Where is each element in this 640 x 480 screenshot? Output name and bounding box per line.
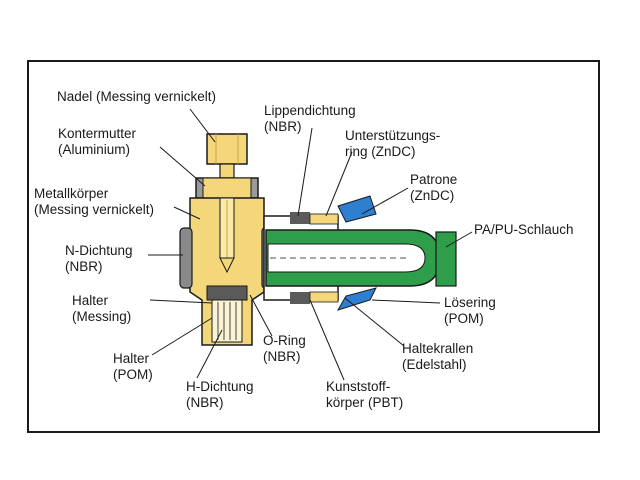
label-holder-brass: Halter (Messing): [72, 293, 132, 324]
label-h-seal: H-Dichtung (NBR): [186, 379, 254, 410]
tube: [265, 229, 457, 287]
label-n-seal: N-Dichtung (NBR): [65, 243, 133, 274]
label-metal-body: Metallkörper (Messing vernickelt): [34, 186, 155, 217]
label-o-ring: O-Ring (NBR): [263, 333, 306, 364]
label-holder-pom: Halter (POM): [113, 351, 153, 382]
holder-insert: [206, 285, 248, 343]
diagram-frame: [27, 60, 600, 433]
leader-lines: [148, 108, 473, 381]
label-plastic-body: Kunststoff- körper (PBT): [326, 379, 404, 410]
metal-body: [189, 197, 265, 346]
label-support-ring: Unterstützungs- ring (ZnDC): [345, 128, 441, 159]
label-needle: Nadel (Messing vernickelt): [57, 89, 217, 104]
label-cartridge: Patrone (ZnDC): [410, 172, 458, 203]
label-lip-seal: Lippendichtung (NBR): [264, 103, 356, 134]
needle-head: [206, 133, 248, 179]
label-gripping-claws: Haltekrallen (Edelstahl): [402, 341, 474, 372]
label-tube: PA/PU-Schlauch: [474, 222, 574, 237]
lock-nut: [195, 177, 259, 199]
label-lock-nut: Kontermutter (Aluminium): [58, 126, 137, 157]
label-release-ring: Lösering (POM): [444, 295, 496, 326]
